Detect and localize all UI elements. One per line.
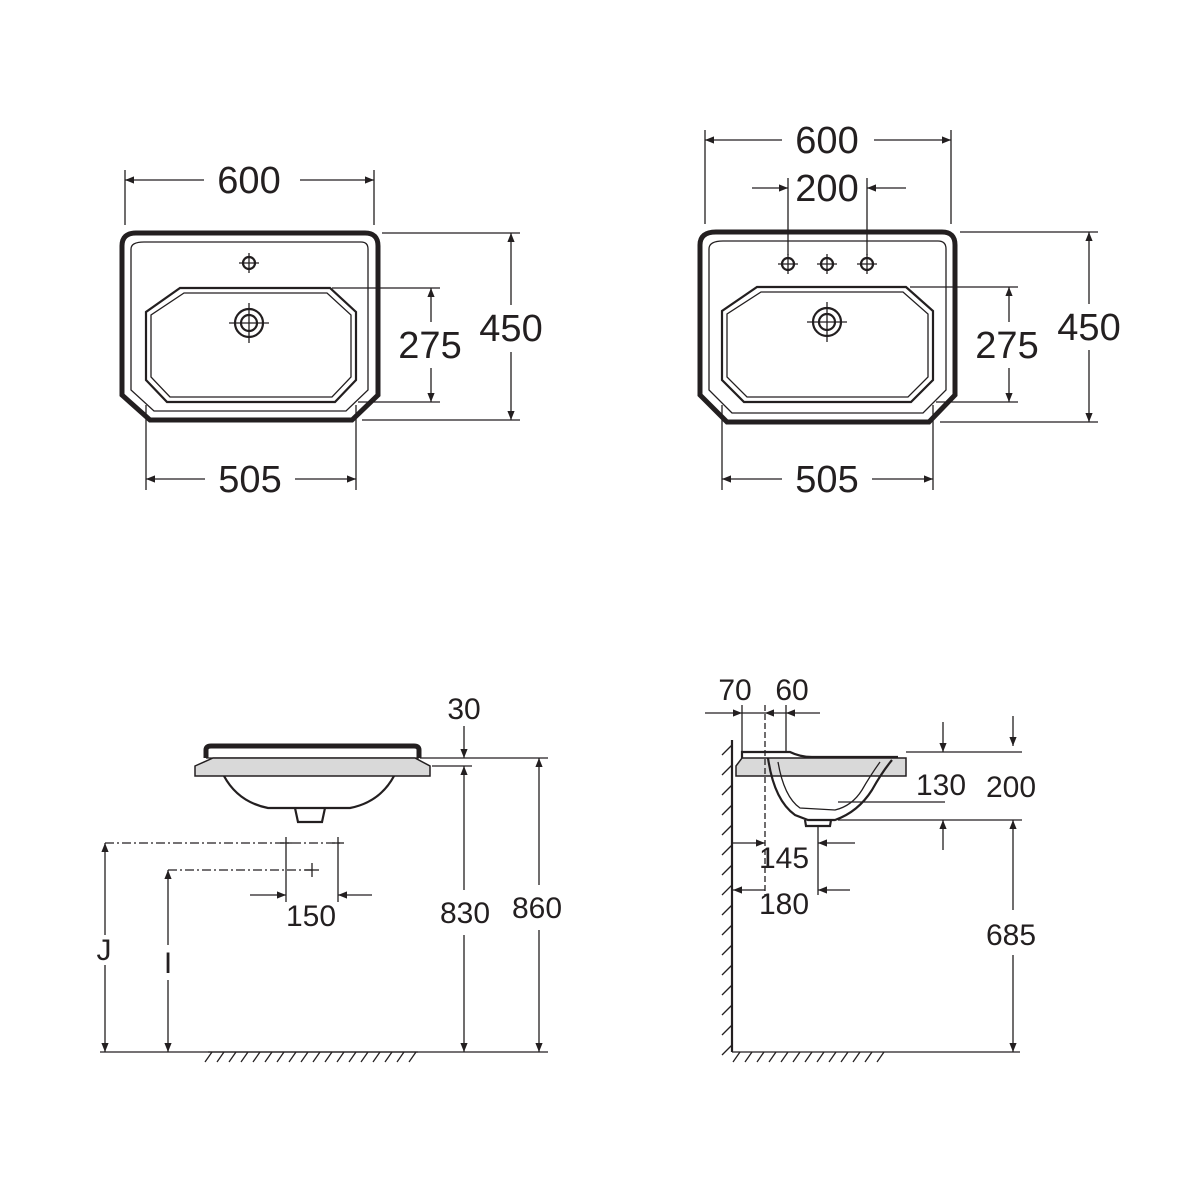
tap-hole-icon: [239, 253, 259, 273]
countertop: [735, 757, 907, 777]
bowl-profile-inner: [777, 761, 881, 811]
tap-hole-center-icon: [817, 254, 837, 274]
dim-wall-to-bowl: 70: [718, 674, 751, 707]
bowl-outline: [144, 286, 358, 404]
dim-height-to-counter: 830: [440, 897, 490, 930]
waste-outlet-icon: [807, 302, 847, 342]
dim-overall-width: 600: [217, 160, 280, 202]
dim-waste-from-wall-b: 180: [759, 888, 809, 921]
dim-label-i: I: [164, 947, 172, 980]
dim-waste-spacing: 150: [286, 900, 336, 933]
supply-point-left-icon: [280, 837, 292, 849]
dim-bowl-width: 505: [218, 459, 281, 501]
bowl-outline-inner: [726, 291, 929, 398]
front-elevation-view: 150 J I: [97, 693, 562, 1063]
countertop: [194, 757, 431, 777]
plan-view-three-hole: 600 200 450 275 505: [697, 120, 1121, 501]
floor-hatch: [732, 1051, 885, 1063]
dim-bowl-depth: 275: [398, 325, 461, 367]
floor-hatch: [204, 1051, 418, 1063]
dim-rim-thickness: 30: [447, 693, 480, 726]
dim-bowl-offset: 60: [775, 674, 808, 707]
tap-hole-right-icon: [857, 254, 877, 274]
basin-rim-inner: [130, 241, 369, 412]
side-elevation-view: 70 60 130 200 685 145 180: [705, 674, 1036, 1063]
dim-overall-depth: 450: [479, 308, 542, 350]
basin-outline: [119, 230, 381, 423]
bowl-outline: [720, 285, 935, 404]
dim-bowl-depth: 275: [975, 325, 1038, 367]
plan-view-one-hole: 600 450 275 505: [119, 160, 543, 501]
bowl-outline-inner: [150, 292, 352, 398]
bowl-underside: [223, 775, 395, 810]
dim-waste-from-wall-a: 145: [759, 842, 809, 875]
bowl-profile: [766, 757, 893, 822]
waste-outlet-icon: [229, 303, 269, 343]
dim-tap-spacing: 200: [795, 168, 858, 210]
supply-point-right-icon: [332, 837, 344, 849]
dim-basin-height: 200: [986, 771, 1036, 804]
basin-rim-inner: [708, 240, 947, 414]
basin-rim: [203, 743, 422, 758]
basin-profile: [740, 750, 898, 759]
basin-outline: [697, 229, 958, 425]
dim-label-j: J: [97, 934, 112, 967]
wall-hatch: [721, 744, 733, 1056]
dim-overall-depth: 450: [1057, 307, 1120, 349]
dim-waste-height: 685: [986, 919, 1036, 952]
waste-point-icon: [305, 863, 319, 877]
dim-overall-width: 600: [795, 120, 858, 162]
dim-height-to-rim: 860: [512, 892, 562, 925]
tap-hole-left-icon: [778, 254, 798, 274]
dim-bowl-width: 505: [795, 459, 858, 501]
dim-bowl-height: 130: [916, 769, 966, 802]
waste-spigot: [293, 807, 327, 824]
